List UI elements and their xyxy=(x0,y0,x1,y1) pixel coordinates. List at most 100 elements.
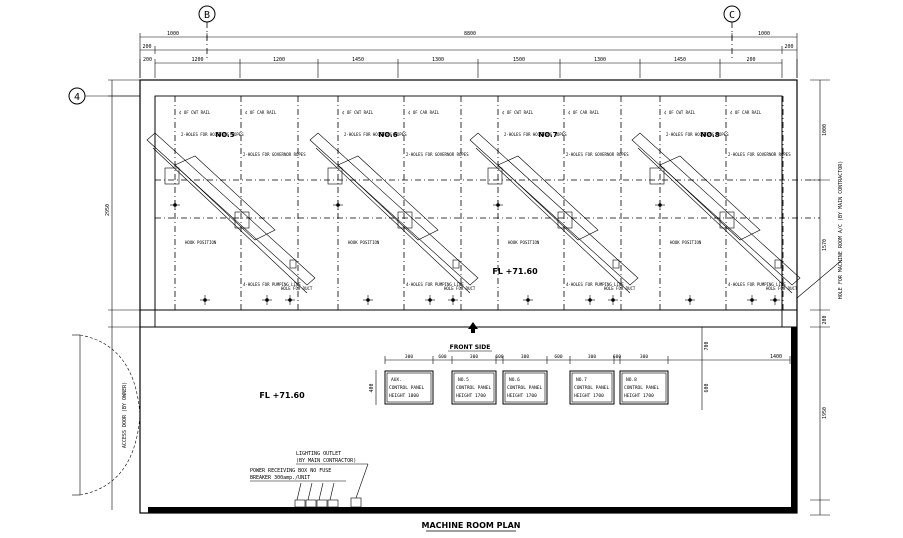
panel-id: NO.6 xyxy=(509,377,520,383)
grid-label-4: 4 xyxy=(74,92,80,103)
power-line1: POWER RECEIVING BOX NO FUSE xyxy=(250,468,331,474)
hoistway-8: NO.8 ¢ OF CWT RAIL ¢ OF CAR RAIL 2-HOLES FO… xyxy=(631,96,801,310)
panel-type: CONTROL PANEL xyxy=(624,385,660,391)
grid-line-c: C xyxy=(723,5,741,60)
control-panel: AUX. CONTROL PANEL HEIGHT 1800 xyxy=(384,370,434,405)
hoisting-holes-label: 2-HOLES FOR HOISTING ROPES xyxy=(181,132,244,137)
room-walls xyxy=(139,79,820,514)
panel-height: HEIGHT 1700 xyxy=(624,393,654,399)
breaker-box xyxy=(294,499,306,508)
hoisting-holes-label: 2-HOLES FOR HOISTING ROPES xyxy=(504,132,567,137)
dim-panel-row: 600 xyxy=(438,354,446,360)
left-dimension: 2950 xyxy=(105,79,140,510)
dim-segment: 200 xyxy=(746,57,755,63)
car-rail-label: ¢ OF CAR RAIL xyxy=(245,110,277,115)
panel-type: CONTROL PANEL xyxy=(389,385,425,391)
dim-segment: 1200 xyxy=(191,57,203,63)
dim-left-small: 200 xyxy=(142,44,151,50)
shaft-floor-level: FL +71.60 xyxy=(492,267,538,276)
drawing-title: MACHINE ROOM PLAN xyxy=(422,521,521,530)
cwt-rail-label: ¢ OF CWT RAIL xyxy=(664,110,696,115)
right-note: HOLE FOR MACHINE ROOM A/C (BY MAIN CONTR… xyxy=(838,161,844,299)
governor-holes-label: 2-HOLES FOR GOVERNOR ROPES xyxy=(406,152,469,157)
dim-top-total: 8800 xyxy=(464,31,476,37)
car-label: NO.8 xyxy=(700,131,719,139)
panel-id: NO.8 xyxy=(626,377,637,383)
dim-segment: 1500 xyxy=(513,57,525,63)
wall-right xyxy=(791,327,797,513)
cwt-rail-label: ¢ OF CWT RAIL xyxy=(502,110,534,115)
duct-hole-label: HOLE FOR DUCT xyxy=(281,286,313,291)
pumping-line-label: 4-HOLES FOR PUMPING LINE xyxy=(728,282,786,287)
panel-type: CONTROL PANEL xyxy=(574,385,610,391)
panel-height: HEIGHT 1800 xyxy=(389,393,419,399)
dim-panel-gap: 1400 xyxy=(770,354,782,360)
room-floor-level: FL +71.60 xyxy=(259,391,305,400)
duct-hole-label: HOLE FOR DUCT xyxy=(444,286,476,291)
duct-hole-label: HOLE FOR DUCT xyxy=(604,286,636,291)
car-label: NO.6 xyxy=(378,131,397,139)
panel-height: HEIGHT 1700 xyxy=(574,393,604,399)
panel-id: NO.5 xyxy=(458,377,469,383)
top-dimensions: 1000 8800 1000 200 200 200 1200 1200 1450 13… xyxy=(139,31,798,78)
breaker-box xyxy=(327,499,339,508)
dim-panel-row: 300 xyxy=(470,354,478,360)
governor-holes-label: 2-HOLES FOR GOVERNOR ROPES xyxy=(566,152,629,157)
dim-panel-row: 600 xyxy=(613,354,621,360)
dim-panel-row: 300 xyxy=(521,354,529,360)
dim-panel-row: 300 xyxy=(588,354,596,360)
dim-panel-row: 300 xyxy=(405,354,413,360)
hook-position-label: HOOK POSITION xyxy=(670,240,702,245)
duct-hole-label: HOLE FOR DUCT xyxy=(766,286,798,291)
panel-id: AUX. xyxy=(391,377,402,383)
dim-segment: 1450 xyxy=(352,57,364,63)
pumping-line-label: 4-HOLES FOR PUMPING LINE xyxy=(243,282,301,287)
front-side-marker: FRONT SIDE xyxy=(448,322,492,352)
dim-left-height: 2950 xyxy=(105,204,111,216)
dim-segment: 1200 xyxy=(273,57,285,63)
hoisting-holes-label: 2-HOLES FOR HOISTING ROPES xyxy=(344,132,407,137)
panel-height: HEIGHT 1700 xyxy=(507,393,537,399)
dim-segment: 1300 xyxy=(432,57,444,63)
dim-panel-row: 600 xyxy=(495,354,503,360)
dim-segment: 200 xyxy=(143,57,152,63)
dim-right-d: 200 xyxy=(822,315,828,324)
power-line2: BREAKER 300amp./UNIT xyxy=(250,475,310,481)
panel-id: NO.7 xyxy=(576,377,587,383)
pumping-line-label: 4-HOLES FOR PUMPING LINE xyxy=(566,282,624,287)
pumping-line-label: 4-HOLES FOR PUMPING LINE xyxy=(406,282,464,287)
dim-panel-row: 600 xyxy=(554,354,562,360)
governor-holes-label: 2-HOLES FOR GOVERNOR ROPES xyxy=(728,152,791,157)
dim-panel-row: 300 xyxy=(640,354,648,360)
dim-right-c: 1950 xyxy=(822,407,828,419)
car-rail-label: ¢ OF CAR RAIL xyxy=(568,110,600,115)
governor-holes-label: 2-HOLES FOR GOVERNOR ROPES xyxy=(243,152,306,157)
electrical-notes: LIGHTING OUTLET (BY MAIN CONTRACTOR) POW… xyxy=(250,451,369,508)
hook-position-label: HOOK POSITION xyxy=(348,240,380,245)
lighting-line2: (BY MAIN CONTRACTOR) xyxy=(296,458,356,464)
hoisting-holes-label: 2-HOLES FOR HOISTING ROPES xyxy=(666,132,729,137)
dim-panel-top: 700 xyxy=(704,341,710,350)
wall-bottom xyxy=(148,507,797,513)
right-dimensions: 1000 1570 1950 200 HOLE FOR MACHINE ROOM… xyxy=(796,79,844,516)
cwt-rail-label: ¢ OF CWT RAIL xyxy=(342,110,374,115)
panel-type: CONTROL PANEL xyxy=(456,385,492,391)
dim-right-a: 1000 xyxy=(822,124,828,136)
hook-position-label: HOOK POSITION xyxy=(185,240,217,245)
grid-label-c: C xyxy=(729,10,735,21)
dim-top-left: 1000 xyxy=(167,31,179,37)
breaker-box xyxy=(305,499,317,508)
car-rail-label: ¢ OF CAR RAIL xyxy=(730,110,762,115)
front-side-label: FRONT SIDE xyxy=(450,344,491,351)
dim-right-small: 200 xyxy=(784,44,793,50)
access-door: ACCESS DOOR (BY OWNER) xyxy=(72,327,141,517)
grid-line-b: B xyxy=(198,5,216,60)
dim-top-right: 1000 xyxy=(758,31,770,37)
